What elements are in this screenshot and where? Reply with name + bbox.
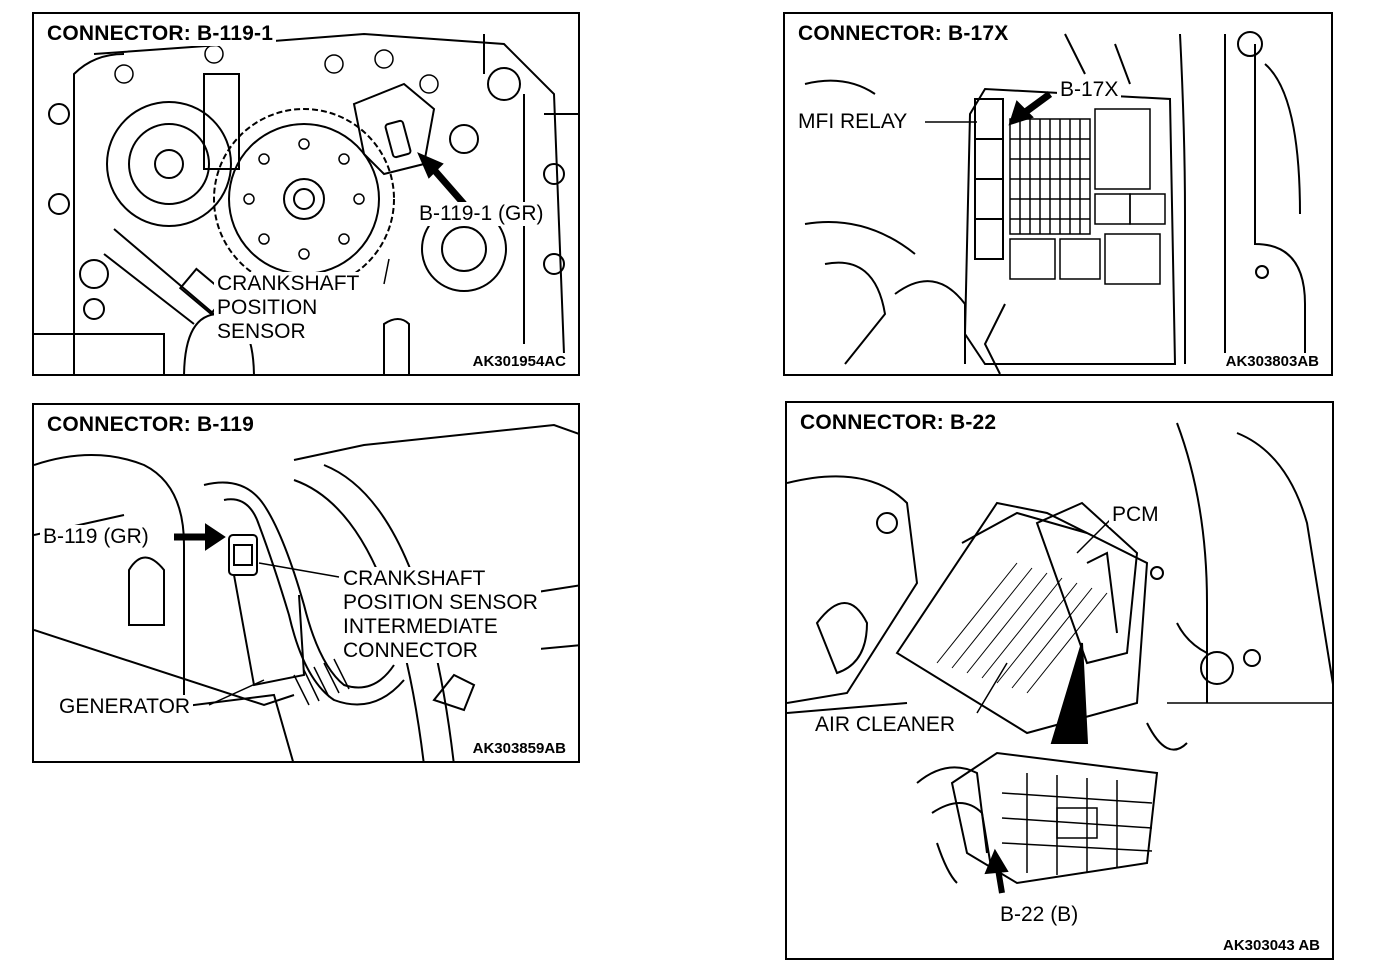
pcm-air-cleaner-illustration bbox=[787, 422, 1332, 894]
panel-title: CONNECTOR: B-119 bbox=[44, 413, 258, 437]
figure-code: AK301954AC bbox=[470, 353, 568, 370]
connector-label: B-17X bbox=[1057, 78, 1122, 102]
crankshaft-intermediate-connector-label: CRANKSHAFT POSITION SENSOR INTERMEDIATE … bbox=[340, 567, 541, 663]
panel-connector-b-119: CONNECTOR: B-119 B-119 (GR) CRANKSHAFT P… bbox=[32, 403, 580, 763]
connector-label: B-22 (B) bbox=[997, 903, 1082, 927]
connector-label: B-119-1 (GR) bbox=[416, 202, 547, 226]
figure-code: AK303043 AB bbox=[1221, 937, 1322, 954]
panel-connector-b-22: CONNECTOR: B-22 PCM AIR CLEANER B-22 (B)… bbox=[785, 401, 1334, 960]
figure-code: AK303803AB bbox=[1223, 353, 1321, 370]
panel-connector-b-119-1: CONNECTOR: B-119-1 B-119-1 (GR) CRANKSHA… bbox=[32, 12, 580, 376]
mfi-relay-label: MFI RELAY bbox=[795, 110, 911, 134]
figure-code: AK303859AB bbox=[470, 740, 568, 757]
generator-label: GENERATOR bbox=[56, 695, 194, 719]
crankshaft-position-sensor-label: CRANKSHAFT POSITION SENSOR bbox=[214, 272, 363, 344]
panel-connector-b-17x: CONNECTOR: B-17X B-17X MFI RELAY AK30380… bbox=[783, 12, 1333, 376]
connector-label: B-119 (GR) bbox=[40, 525, 152, 549]
relay-box-illustration bbox=[804, 31, 1306, 374]
pcm-label: PCM bbox=[1109, 503, 1162, 527]
panel-title: CONNECTOR: B-22 bbox=[797, 411, 1000, 435]
panel-title: CONNECTOR: B-119-1 bbox=[44, 22, 277, 46]
panel-title: CONNECTOR: B-17X bbox=[795, 22, 1012, 46]
air-cleaner-label: AIR CLEANER bbox=[812, 713, 959, 737]
